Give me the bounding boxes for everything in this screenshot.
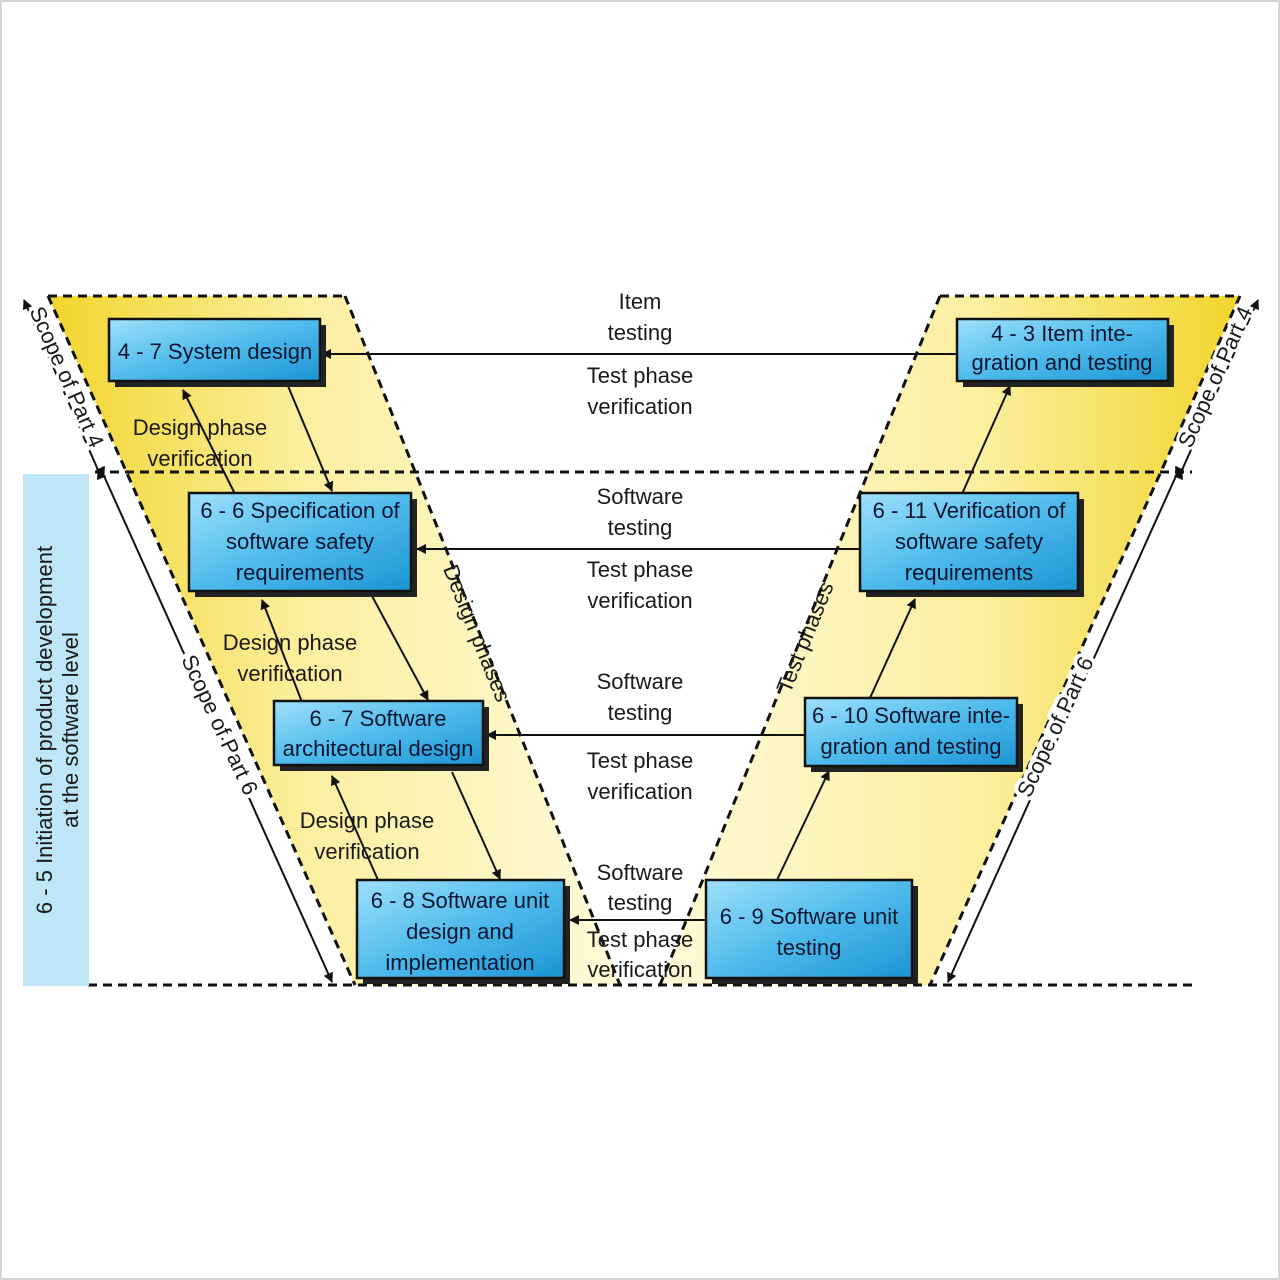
svg-text:verification: verification — [147, 446, 252, 471]
svg-text:Test phase: Test phase — [587, 363, 693, 388]
svg-text:testing: testing — [608, 700, 673, 725]
svg-text:testing: testing — [777, 935, 842, 960]
design-flow-arrow-3 — [451, 771, 501, 880]
svg-text:4 - 7 System design: 4 - 7 System design — [118, 339, 312, 364]
svg-text:verification: verification — [587, 588, 692, 613]
svg-text:6 - 10 Software inte-: 6 - 10 Software inte- — [812, 703, 1010, 728]
scope-part4-right-arrow — [1173, 299, 1259, 481]
svg-text:Software: Software — [597, 484, 684, 509]
svg-text:software safety: software safety — [895, 529, 1043, 554]
test-phase-verif-label-3: Test phase verification — [587, 748, 693, 804]
scope-part6-right-arrow — [947, 465, 1185, 983]
svg-text:4 - 3 Item inte-: 4 - 3 Item inte- — [991, 321, 1133, 346]
svg-text:Test phase: Test phase — [587, 557, 693, 582]
svg-text:software safety: software safety — [226, 529, 374, 554]
test-flow-arrow-1 — [776, 770, 830, 881]
svg-text:Software: Software — [597, 860, 684, 885]
design-phase-verif-label-1: Design phase verification — [133, 415, 268, 471]
test-phase-verif-label-2: Test phase verification — [587, 557, 693, 613]
svg-text:gration and testing: gration and testing — [820, 734, 1001, 759]
svg-text:Software: Software — [597, 669, 684, 694]
svg-text:6 - 8 Software unit: 6 - 8 Software unit — [371, 888, 550, 913]
test-phase-verif-label-4: Test phase verification — [587, 927, 693, 982]
scope-part6-left-arrow — [95, 465, 333, 983]
scope-part4-left-arrow — [23, 299, 107, 481]
design-verif-arrow-3 — [331, 775, 379, 881]
box-sw-integration: 6 - 10 Software inte- gration and testin… — [803, 696, 1023, 772]
svg-text:6 - 11 Verification of: 6 - 11 Verification of — [873, 498, 1067, 523]
box-item-integration: 4 - 3 Item inte- gration and testing — [955, 317, 1174, 387]
box-sw-unit-design: 6 - 8 Software unit design and implement… — [355, 878, 570, 984]
box-sw-unit-testing: 6 - 9 Software unit testing — [704, 878, 918, 984]
design-verif-arrow-1 — [182, 389, 236, 495]
box-sw-arch-design: 6 - 7 Software architectural design — [272, 699, 489, 771]
side-bar-line-2: at the software level — [58, 632, 83, 828]
svg-text:verification: verification — [587, 957, 692, 982]
design-phase-verif-label-2: Design phase verification — [223, 630, 358, 686]
test-phase-verif-label-1: Test phase verification — [587, 363, 693, 419]
box-system-design: 4 - 7 System design — [107, 317, 326, 387]
svg-text:Design phase: Design phase — [223, 630, 358, 655]
svg-text:Design phase: Design phase — [300, 808, 435, 833]
test-flow-arrow-2 — [869, 598, 916, 699]
svg-text:verification: verification — [587, 394, 692, 419]
box-verif-sw-safety: 6 - 11 Verification of software safety r… — [858, 491, 1084, 597]
svg-text:6 - 7 Software: 6 - 7 Software — [310, 706, 447, 731]
software-testing-label-1: Software testing — [597, 484, 684, 540]
svg-text:verification: verification — [587, 779, 692, 804]
box-spec-sw-safety: 6 - 6 Specification of software safety r… — [187, 491, 417, 597]
svg-text:verification: verification — [314, 839, 419, 864]
svg-text:design and: design and — [406, 919, 514, 944]
svg-text:6 - 9 Software unit: 6 - 9 Software unit — [720, 904, 899, 929]
svg-text:testing: testing — [608, 320, 673, 345]
svg-text:Test phase: Test phase — [587, 927, 693, 952]
svg-text:Design phase: Design phase — [133, 415, 268, 440]
svg-text:Item: Item — [619, 289, 662, 314]
svg-text:gration and testing: gration and testing — [971, 350, 1152, 375]
svg-text:testing: testing — [608, 890, 673, 915]
software-testing-label-3: Software testing — [597, 860, 684, 915]
design-flow-arrow-2 — [371, 595, 429, 701]
svg-text:architectural design: architectural design — [283, 736, 474, 761]
svg-text:requirements: requirements — [236, 560, 364, 585]
design-flow-arrow-1 — [287, 385, 334, 492]
design-verif-arrow-2 — [260, 599, 303, 703]
design-phase-verif-label-3: Design phase verification — [300, 808, 435, 864]
item-testing-label: Item testing — [608, 289, 673, 345]
svg-text:testing: testing — [608, 515, 673, 540]
svg-text:Test phase: Test phase — [587, 748, 693, 773]
test-flow-arrow-3 — [961, 385, 1011, 495]
svg-text:6 - 6 Specification of: 6 - 6 Specification of — [200, 498, 400, 523]
side-bar — [23, 474, 89, 986]
svg-text:verification: verification — [237, 661, 342, 686]
software-testing-label-2: Software testing — [597, 669, 684, 725]
side-bar-line-1: 6 - 5 Initiation of product development — [32, 546, 57, 914]
svg-text:implementation: implementation — [385, 950, 534, 975]
svg-text:requirements: requirements — [905, 560, 1033, 585]
